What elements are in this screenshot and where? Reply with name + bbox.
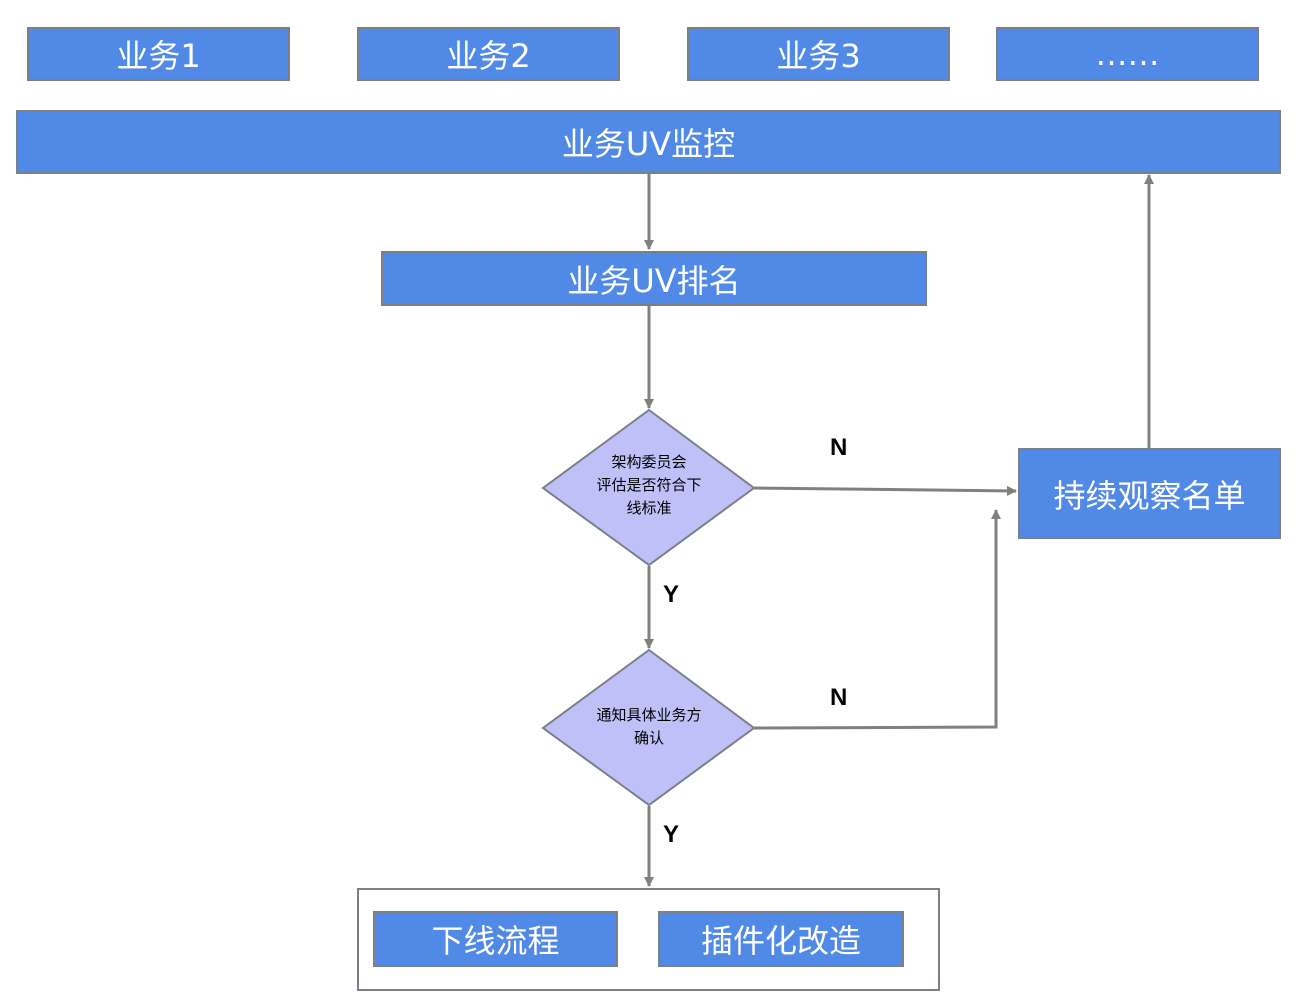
arrow-decision2-no <box>753 509 1001 730</box>
business-box-more: …… <box>996 27 1259 81</box>
plugin-refactor-box: 插件化改造 <box>658 911 904 967</box>
uv-ranking-box: 业务UV排名 <box>381 251 927 306</box>
edge-label-y1: Y <box>663 581 680 608</box>
edge-label-n2: N <box>830 684 848 711</box>
outcome-container <box>357 888 940 991</box>
business-box-3: 业务3 <box>687 27 950 81</box>
decision-diamond-2 <box>541 648 756 807</box>
offline-process-box: 下线流程 <box>373 911 618 967</box>
arrow-decision1-no <box>753 485 1017 496</box>
business-box-2: 业务2 <box>357 27 620 81</box>
edge-label-n1: N <box>830 434 848 461</box>
business-box-1: 业务1 <box>27 27 290 81</box>
decision-1-label: 架构委员会 评估是否符合下 线标准 <box>596 453 702 517</box>
decision-diamond-1 <box>541 408 756 567</box>
observation-list-box: 持续观察名单 <box>1018 448 1281 539</box>
edge-label-y2: Y <box>663 821 680 848</box>
uv-monitor-box: 业务UV监控 <box>16 110 1281 174</box>
decision-2-label: 通知具体业务方 确认 <box>596 706 702 747</box>
